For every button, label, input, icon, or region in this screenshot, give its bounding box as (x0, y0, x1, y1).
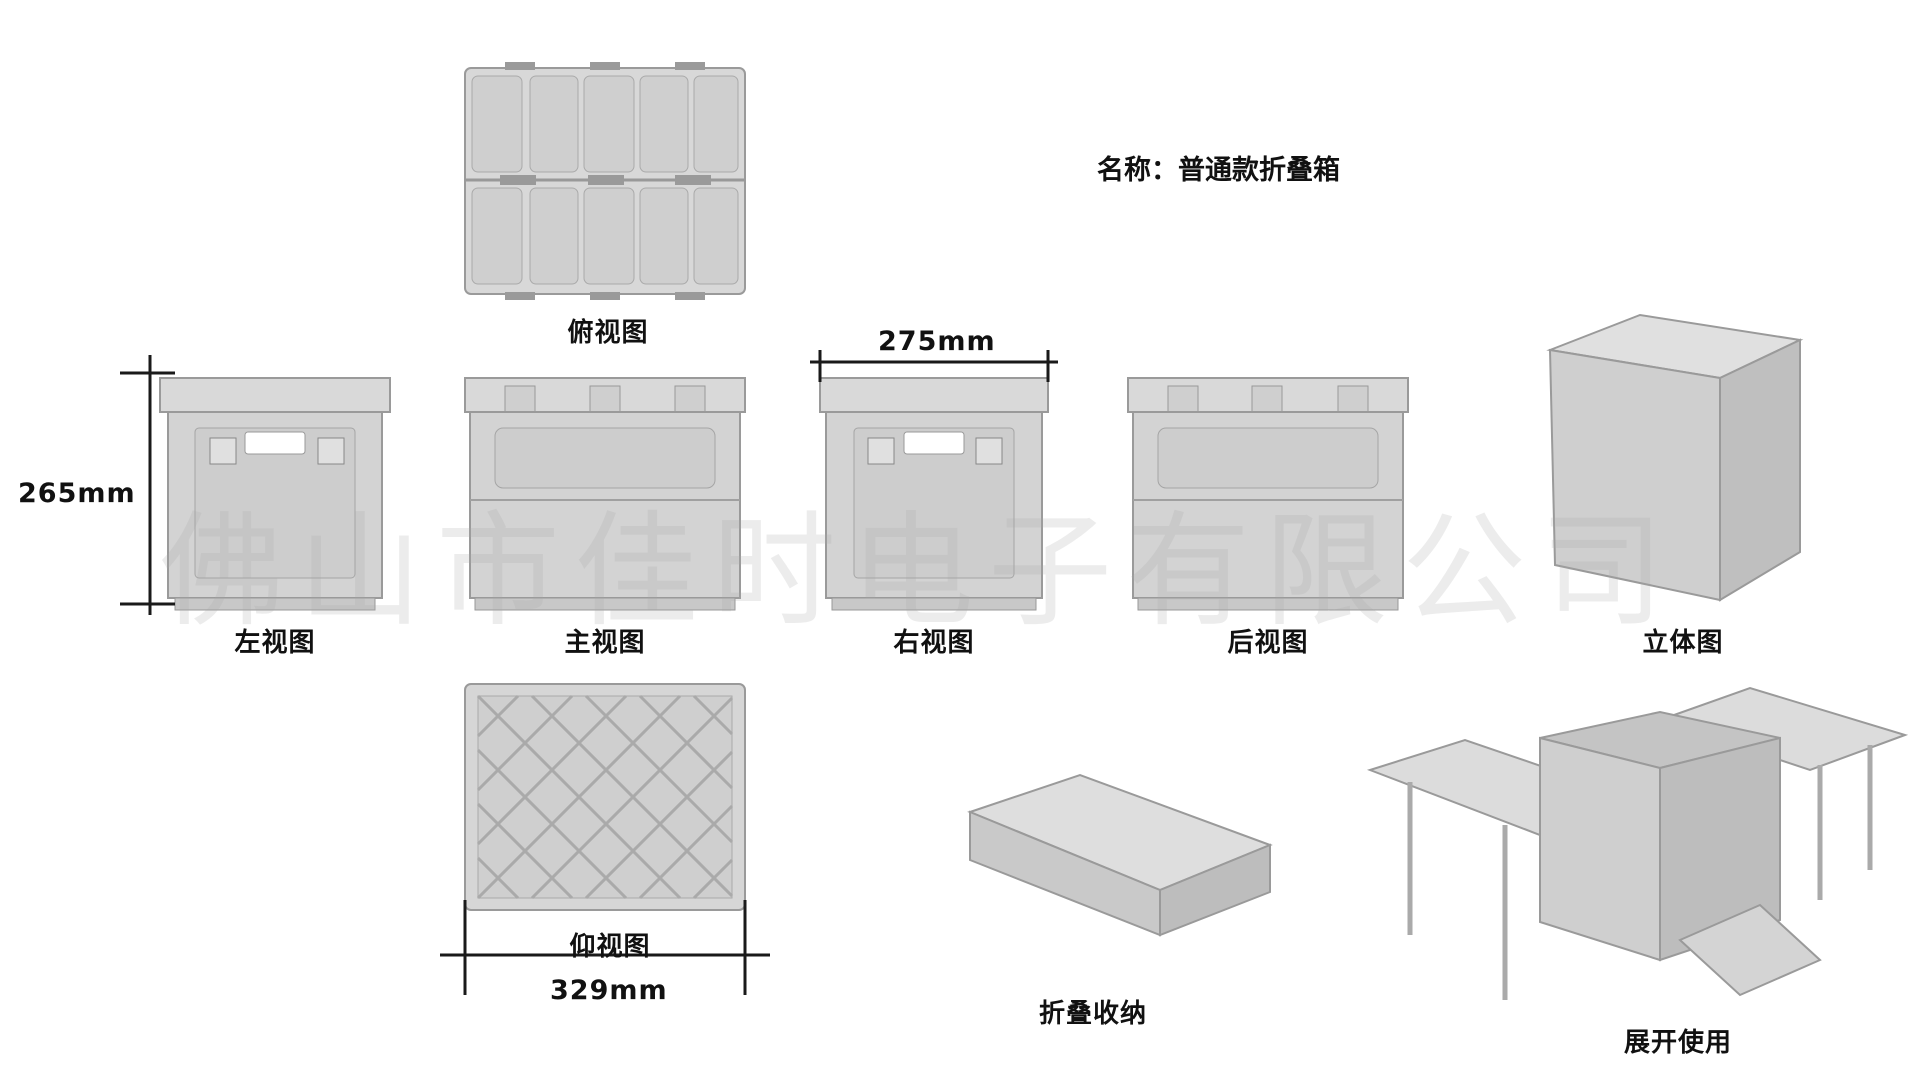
back-view-drawing (1127, 377, 1409, 611)
dimension-lines (120, 350, 1058, 995)
folded-view-drawing (967, 773, 1273, 937)
label-left-view: 左视图 (234, 628, 316, 658)
left-view-drawing (159, 377, 391, 611)
label-right-view: 右视图 (893, 628, 975, 658)
right-view-drawing (819, 377, 1049, 611)
unfolded-view-drawing (1366, 686, 1909, 1000)
label-folded-view: 折叠收纳 (1038, 999, 1148, 1029)
isometric-view-drawing (1546, 313, 1804, 602)
dimension-depth: 275mm (878, 326, 996, 357)
label-front-view: 主视图 (564, 628, 646, 658)
label-bottom-view: 仰视图 (569, 932, 651, 962)
bottom-view-drawing (464, 683, 746, 911)
dimension-height: 265mm (18, 478, 136, 509)
label-top-view: 俯视图 (567, 318, 649, 348)
dimension-width: 329mm (550, 975, 668, 1006)
front-view-drawing (464, 377, 746, 611)
label-unfolded-view: 展开使用 (1623, 1028, 1733, 1058)
label-iso-view: 立体图 (1642, 628, 1724, 658)
top-view-drawing (464, 62, 746, 300)
product-title: 名称：普通款折叠箱 (1097, 155, 1340, 186)
label-back-view: 后视图 (1227, 628, 1309, 658)
